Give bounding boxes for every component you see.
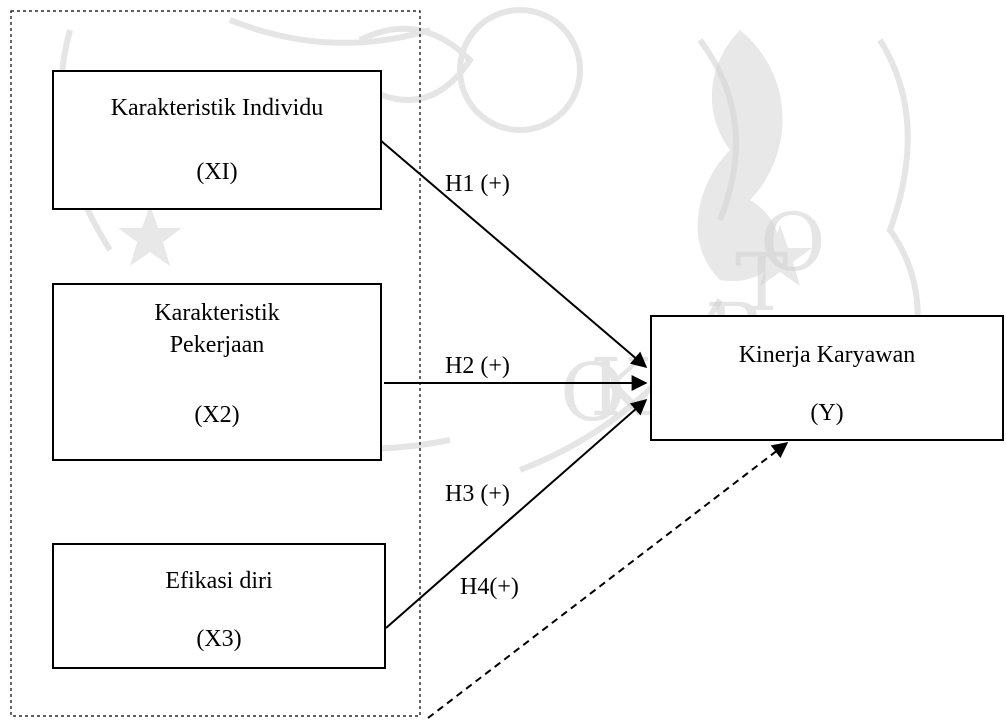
node-x2-label-line1: Karakteristik bbox=[154, 300, 280, 326]
node-x2-label-line2: Pekerjaan bbox=[169, 332, 265, 358]
node-x1-code: (XI) bbox=[196, 159, 238, 185]
node-y-kinerja-karyawan: Kinerja Karyawan (Y) bbox=[650, 315, 1004, 441]
label-h3: H3 (+) bbox=[445, 481, 510, 507]
node-x3-code: (X3) bbox=[196, 626, 242, 652]
node-x1-label: Karakteristik Individu bbox=[110, 95, 324, 121]
label-h1: H1 (+) bbox=[445, 171, 510, 197]
node-y-code: (Y) bbox=[810, 400, 844, 426]
arrow-h1 bbox=[379, 139, 648, 369]
node-x2-code: (X2) bbox=[194, 402, 240, 428]
arrow-h4 bbox=[427, 442, 789, 719]
svg-text:O: O bbox=[760, 196, 826, 289]
svg-text:T: T bbox=[735, 236, 788, 329]
node-y-label: Kinerja Karyawan bbox=[738, 342, 916, 368]
label-h4: H4(+) bbox=[460, 574, 519, 600]
node-x2-karakteristik-pekerjaan: Karakteristik Pekerjaan (X2) bbox=[52, 283, 382, 461]
independent-variables-group bbox=[10, 10, 421, 717]
node-x3-efikasi-diri: Efikasi diri (X3) bbox=[52, 543, 386, 669]
label-h2: H2 (+) bbox=[445, 353, 510, 379]
svg-text:O: O bbox=[560, 346, 626, 439]
arrow-h3 bbox=[385, 398, 648, 629]
node-x1-karakteristik-individu: Karakteristik Individu (XI) bbox=[52, 70, 382, 210]
node-x3-label: Efikasi diri bbox=[165, 568, 273, 594]
